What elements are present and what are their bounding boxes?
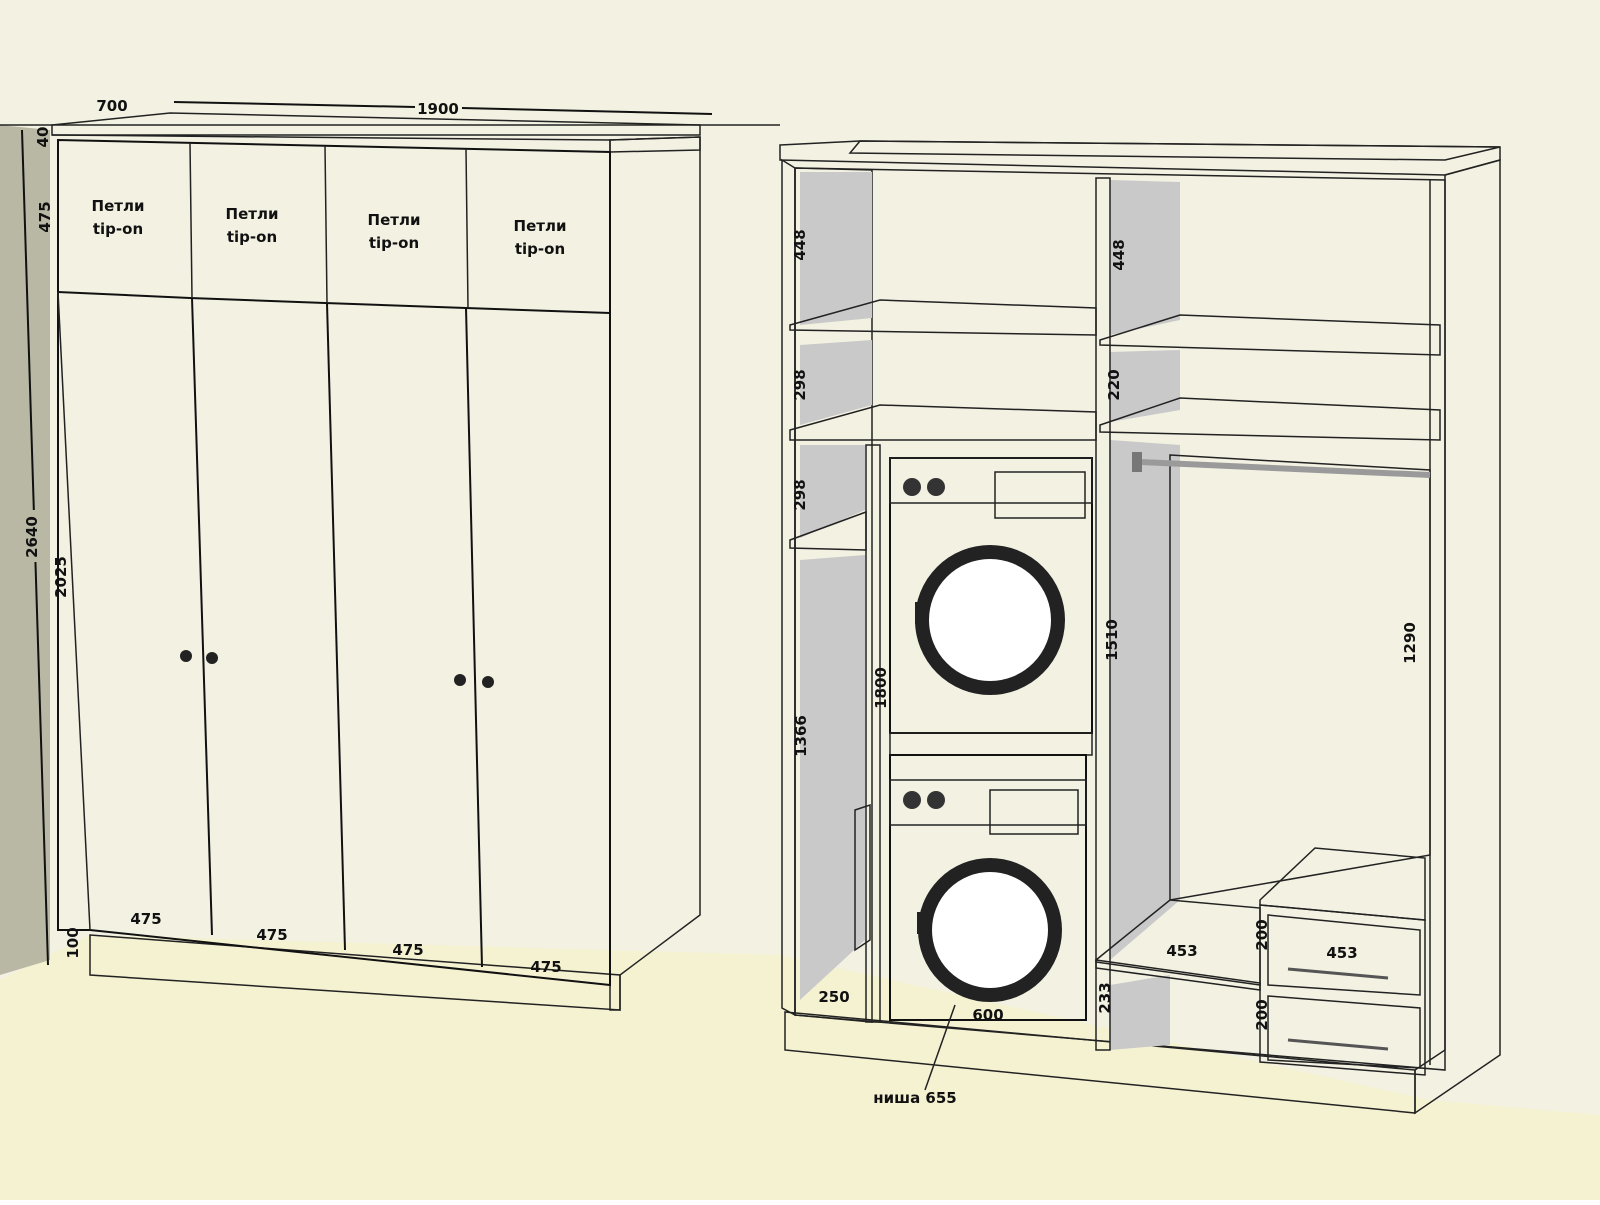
shelf	[1099, 397, 1441, 441]
machine-width-label: 600	[972, 1006, 1003, 1024]
shelf	[789, 404, 1097, 441]
width-label: 1900	[417, 100, 459, 118]
shelf	[789, 299, 1097, 336]
washing-machine-icon	[889, 457, 1093, 756]
shelf	[1099, 314, 1441, 356]
top-strip-label: 40	[34, 127, 52, 148]
dim-label: 448	[791, 229, 809, 260]
dimension-line	[461, 107, 713, 115]
hinge-label: tip-on	[93, 220, 143, 238]
door-width-label: 475	[256, 926, 287, 944]
niche-leader-line	[924, 1004, 956, 1091]
hanger-rod-icon	[1139, 459, 1431, 478]
floor	[0, 935, 1600, 1200]
dim-label: 1290	[1401, 622, 1419, 664]
plinth-height-label: 100	[64, 927, 82, 958]
hinge-label: Петли	[514, 217, 567, 235]
hinge-label: tip-on	[515, 240, 565, 258]
hinge-label: Петли	[368, 211, 421, 229]
dim-label: 448	[1110, 239, 1128, 270]
hinge-label: tip-on	[227, 228, 277, 246]
dimension-line	[173, 101, 416, 108]
mezzanine-height-label: 475	[36, 201, 54, 232]
door-width-label: 475	[392, 941, 423, 959]
washing-machine-icon	[889, 754, 1087, 1021]
dim-label: 298	[791, 479, 809, 510]
door-knob-icon[interactable]	[206, 652, 218, 664]
door-height-label: 2025	[52, 556, 70, 598]
total-height-label: 2640	[23, 516, 41, 558]
dim-label: 1510	[1103, 619, 1121, 661]
dim-label: 453	[1326, 944, 1357, 962]
drawer-handle-icon	[1287, 967, 1389, 980]
door-knob-icon[interactable]	[180, 650, 192, 662]
depth-label: 700	[96, 97, 127, 115]
dim-label: 233	[1096, 982, 1114, 1013]
dim-label: 200	[1253, 919, 1271, 950]
dim-label: 453	[1166, 942, 1197, 960]
hinge-label: Петли	[226, 205, 279, 223]
door-width-label: 475	[130, 910, 161, 928]
dim-label: 1366	[792, 715, 810, 757]
shelf	[789, 510, 867, 551]
machine-height-label: 1800	[872, 667, 890, 709]
right-cabinet	[779, 140, 1501, 1115]
dim-label: 250	[818, 988, 849, 1006]
hinge-label: Петли	[92, 197, 145, 215]
dim-label: 298	[791, 369, 809, 400]
door-width-label: 475	[530, 958, 561, 976]
drawer-handle-icon	[1287, 1038, 1389, 1051]
door-knob-icon[interactable]	[454, 674, 466, 686]
dim-label: 200	[1253, 999, 1271, 1030]
left-cabinet-plinth	[89, 934, 621, 1011]
niche-label: ниша 655	[873, 1089, 956, 1107]
door-knob-icon[interactable]	[482, 676, 494, 688]
hinge-label: tip-on	[369, 234, 419, 252]
dim-label: 220	[1105, 369, 1123, 400]
left-cabinet: Петли tip-on Петли tip-on Петли tip-on П…	[51, 112, 701, 1011]
